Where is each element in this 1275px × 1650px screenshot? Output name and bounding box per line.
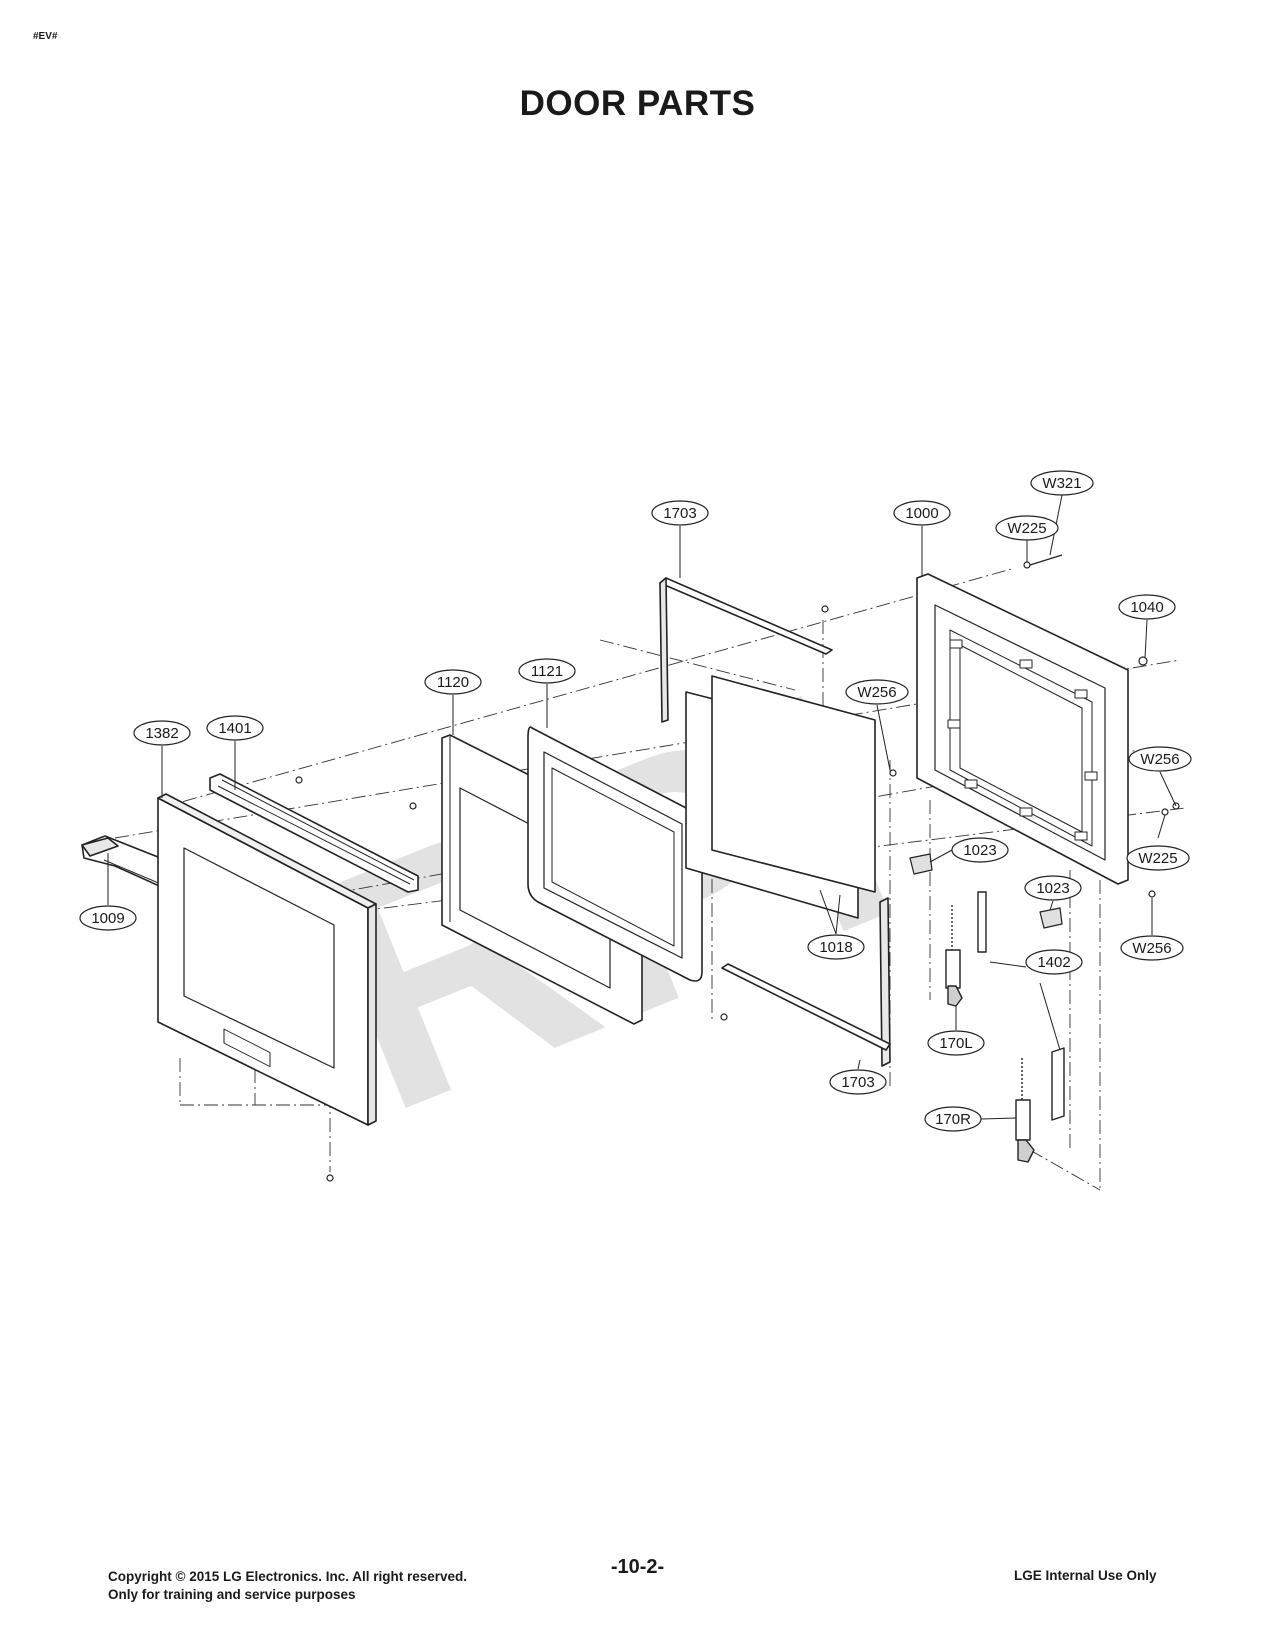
callout-label: 1009: [91, 910, 124, 927]
callout-w256-mid: W256: [845, 679, 909, 705]
leader-lines: [107, 494, 1177, 1120]
callout-label: W256: [857, 684, 896, 701]
callout-1120: 1120: [424, 669, 482, 695]
callout-label: 1402: [1037, 954, 1070, 971]
callout-label: 1382: [145, 725, 178, 742]
callout-1040: 1040: [1118, 594, 1176, 620]
callout-label: 1018: [819, 939, 852, 956]
callout-label: 1401: [218, 720, 251, 737]
callout-1023-b: 1023: [1024, 875, 1082, 901]
callout-label: 170L: [939, 1035, 972, 1052]
callout-w225-top: W225: [995, 515, 1059, 541]
callout-w256-right: W256: [1128, 746, 1192, 772]
callout-label: 1040: [1130, 599, 1163, 616]
callout-label: 1121: [531, 663, 563, 680]
callout-1382: 1382: [133, 720, 191, 746]
glass-panel-rear: [711, 675, 876, 893]
footer-usage: Only for training and service purposes: [108, 1587, 356, 1602]
screws: [295, 554, 1180, 1182]
footer-classification: LGE Internal Use Only: [1014, 1568, 1157, 1583]
corner-tag: #EV#: [33, 31, 58, 42]
hinge-cover-1023-b: [1039, 907, 1063, 929]
glass-frame-1121: [527, 726, 703, 982]
callout-label: W321: [1042, 475, 1081, 492]
hinge-170l: [945, 891, 987, 1007]
footer-copyright-block: Copyright © 2015 LG Electronics. Inc. Al…: [108, 1568, 467, 1604]
callout-1121: 1121: [518, 658, 576, 684]
hinge-cover-1023-a: [909, 853, 933, 875]
hinge-170r: [1015, 1047, 1065, 1163]
callout-label: W225: [1007, 520, 1046, 537]
callout-label: 1023: [1036, 880, 1069, 897]
callout-label: W256: [1140, 751, 1179, 768]
callout-1009: 1009: [79, 905, 137, 931]
page-title: DOOR PARTS: [519, 84, 756, 123]
footer-copyright: Copyright © 2015 LG Electronics. Inc. Al…: [108, 1569, 468, 1584]
callout-170l: 170L: [927, 1030, 985, 1056]
callout-170r: 170R: [924, 1106, 982, 1132]
callout-label: 1023: [963, 842, 996, 859]
callout-label: 1120: [437, 674, 469, 691]
callout-label: 1703: [841, 1074, 874, 1091]
page-number: -10-2-: [610, 1556, 665, 1578]
callout-w256-low: W256: [1120, 935, 1184, 961]
callout-1401: 1401: [206, 715, 264, 741]
callout-1018: 1018: [807, 934, 865, 960]
callout-label: 1000: [905, 505, 938, 522]
door-liner-1000: [916, 573, 1129, 885]
callout-label: 1703: [663, 505, 696, 522]
callout-1703-bottom: 1703: [829, 1069, 887, 1095]
callout-1402: 1402: [1025, 949, 1083, 975]
callout-w321: W321: [1030, 470, 1094, 496]
callout-w225-right: W225: [1126, 845, 1190, 871]
vent-trim-1401: [209, 773, 419, 893]
callout-1023-a: 1023: [951, 837, 1009, 863]
callout-1703-top: 1703: [651, 500, 709, 526]
callout-1000: 1000: [893, 500, 951, 526]
gasket-bottom-1703: [721, 897, 891, 1067]
gasket-top-1703: [659, 577, 833, 723]
callout-label: W256: [1132, 940, 1171, 957]
callout-label: 170R: [935, 1111, 971, 1128]
callout-label: W225: [1138, 850, 1177, 867]
outer-door-panel: [157, 793, 377, 1126]
